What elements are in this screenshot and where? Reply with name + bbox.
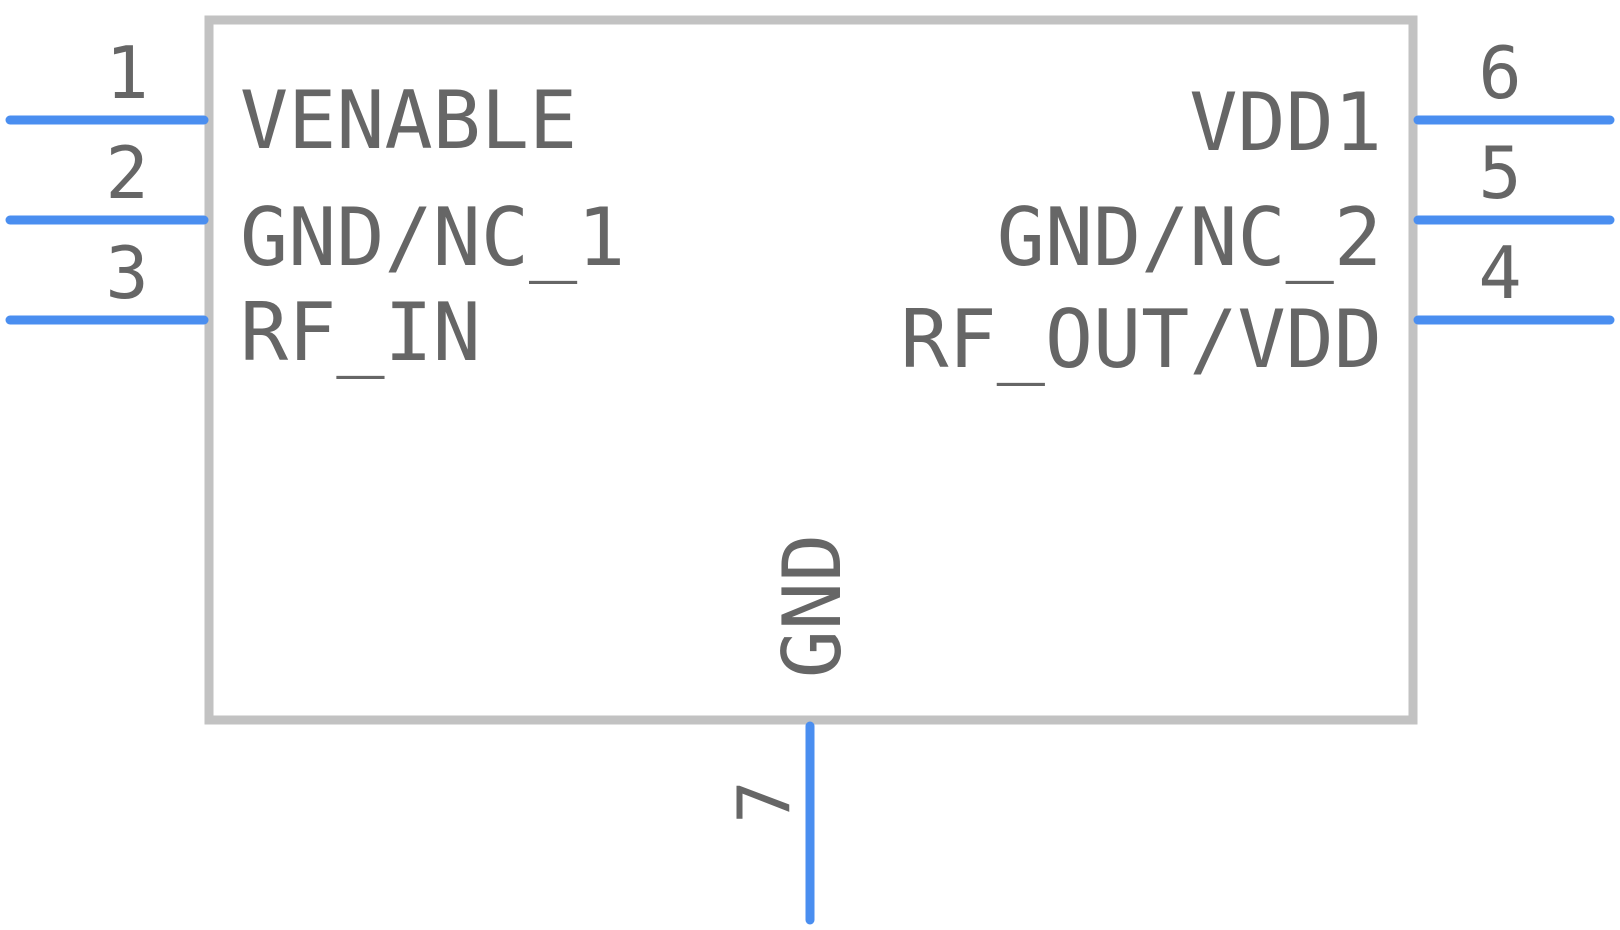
pin-6-number: 6 <box>1478 31 1521 115</box>
pin-6-name: VDD1 <box>1189 76 1382 169</box>
pin-5-number: 5 <box>1478 131 1521 215</box>
pin-7-name: GND <box>766 534 859 679</box>
pin-4-number: 4 <box>1478 231 1521 315</box>
component-body <box>204 15 1418 725</box>
pin-1-name: VENABLE <box>240 74 577 167</box>
pin-2-name: GND/NC_1 <box>240 191 625 284</box>
pin-7-number: 7 <box>722 780 806 823</box>
pin-4-name: RF_OUT/VDD <box>900 293 1382 386</box>
pin-3-name: RF_IN <box>240 286 481 379</box>
pin-2-number: 2 <box>105 131 148 215</box>
pin-1-number: 1 <box>105 31 148 115</box>
pin-3-number: 3 <box>105 231 148 315</box>
pin-5-name: GND/NC_2 <box>997 191 1382 284</box>
